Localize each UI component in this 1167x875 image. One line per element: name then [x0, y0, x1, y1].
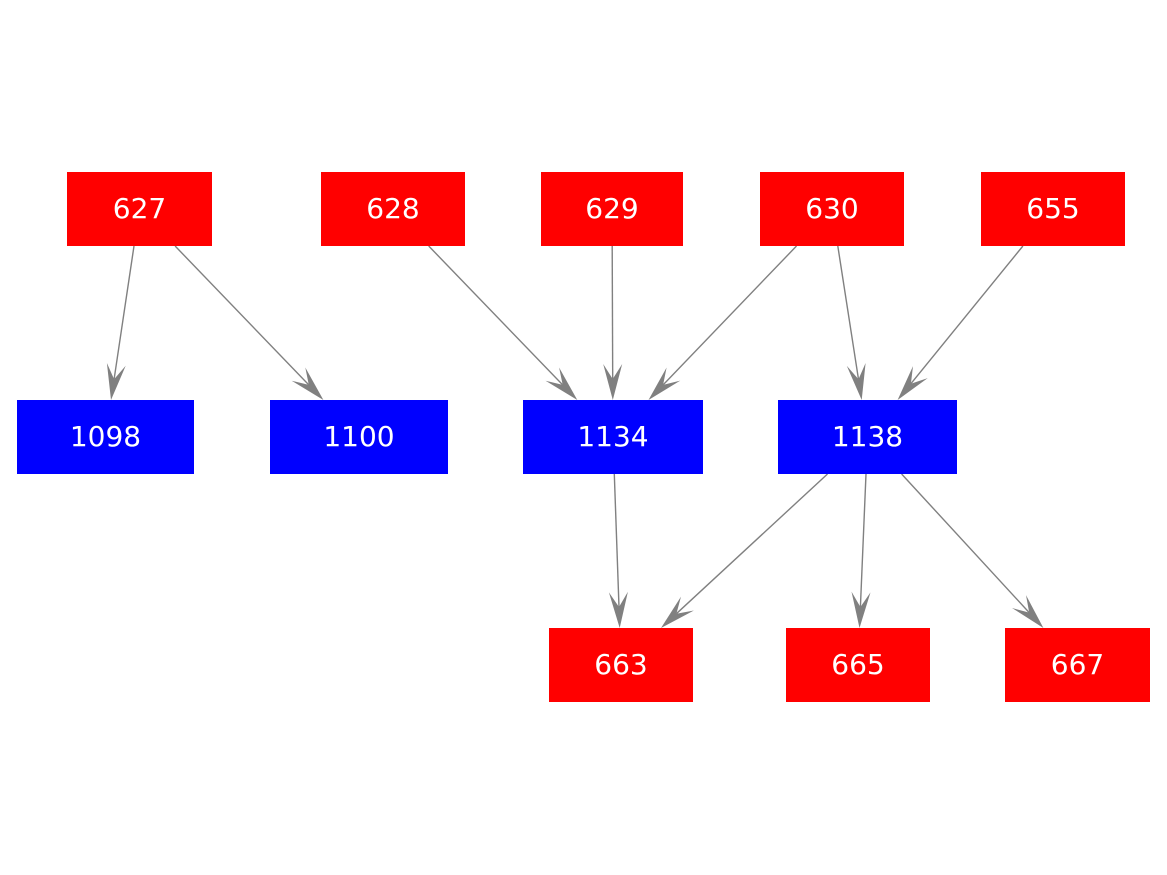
edge-line-1138-665	[859, 473, 867, 608]
graph-node-628: 628	[321, 172, 465, 246]
edge-line-628-1134	[428, 245, 564, 386]
node-label: 627	[112, 192, 167, 225]
edge-line-630-1138	[837, 245, 860, 380]
graph-node-667: 667	[1005, 628, 1150, 702]
edge-line-630-1134	[662, 245, 798, 386]
edge-arrowhead-1138-663	[661, 596, 694, 628]
edge-arrowhead-655-1138	[897, 366, 928, 400]
edge-arrowhead-630-1138	[846, 363, 866, 400]
edge-1138-665	[851, 473, 871, 628]
edge-627-1098	[106, 245, 135, 400]
node-label: 630	[805, 192, 859, 225]
edge-line-1134-663	[613, 473, 620, 608]
edge-line-655-1138	[910, 245, 1024, 385]
edge-line-627-1100	[174, 245, 310, 386]
graph-node-630: 630	[760, 172, 904, 246]
node-label: 629	[585, 192, 639, 225]
edge-line-1138-663	[675, 473, 828, 615]
edge-655-1138	[897, 245, 1024, 400]
node-label: 663	[594, 648, 648, 681]
node-label: 665	[831, 648, 885, 681]
edge-line-629-1134	[611, 245, 614, 380]
edge-1138-663	[661, 473, 828, 628]
edge-1138-667	[901, 473, 1044, 628]
edge-arrowhead-628-1134	[545, 367, 578, 400]
node-label: 1138	[831, 420, 904, 453]
edge-629-1134	[603, 245, 623, 400]
edge-arrowhead-1138-667	[1012, 595, 1044, 628]
node-label: 1098	[69, 420, 142, 453]
edge-arrowhead-629-1134	[603, 364, 623, 400]
node-label: 655	[1026, 192, 1080, 225]
graph-node-655: 655	[981, 172, 1125, 246]
edge-630-1138	[837, 245, 866, 400]
edge-627-1100	[174, 245, 324, 400]
graph-node-665: 665	[786, 628, 930, 702]
edge-arrowhead-1138-665	[851, 591, 871, 628]
edge-630-1134	[648, 245, 798, 400]
edge-arrowhead-630-1134	[648, 367, 681, 400]
edge-628-1134	[428, 245, 578, 400]
graph-node-663: 663	[549, 628, 693, 702]
edge-arrowhead-1134-663	[608, 591, 628, 628]
edge-line-1138-667	[901, 473, 1030, 614]
graph-node-627: 627	[67, 172, 212, 246]
edge-arrowhead-627-1098	[106, 363, 126, 400]
node-label: 667	[1050, 648, 1105, 681]
graph-node-1138: 1138	[778, 400, 957, 474]
edge-arrowhead-627-1100	[291, 367, 324, 400]
edge-1134-663	[608, 473, 628, 628]
node-label: 1134	[577, 420, 649, 453]
node-label: 1100	[323, 420, 395, 453]
graph-node-1098: 1098	[17, 400, 194, 474]
graph-node-1100: 1100	[270, 400, 448, 474]
graph-node-629: 629	[541, 172, 683, 246]
graph-node-1134: 1134	[523, 400, 703, 474]
edge-line-627-1098	[113, 245, 135, 380]
node-label: 628	[366, 192, 420, 225]
